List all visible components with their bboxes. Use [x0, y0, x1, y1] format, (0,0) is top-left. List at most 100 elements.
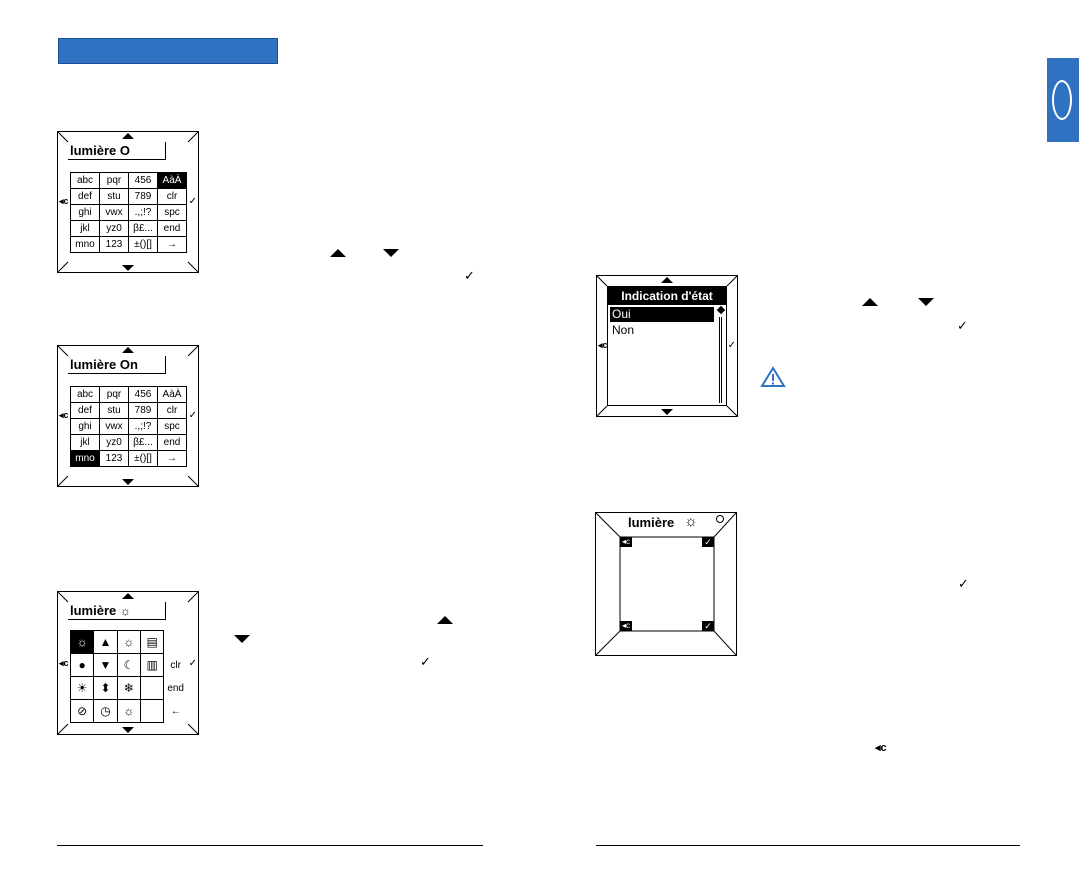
c-back-icon[interactable]: ◂c — [59, 196, 69, 206]
c-back-icon[interactable]: ◂c — [620, 621, 632, 631]
key-punct[interactable]: .,;!? — [128, 204, 158, 221]
clr-label[interactable]: clr — [170, 659, 181, 671]
down-arrow-icon[interactable] — [661, 409, 673, 415]
key-def[interactable]: def — [70, 188, 100, 205]
light-bulb-icon[interactable]: ☼ — [69, 630, 95, 654]
down-arrow-icon — [918, 298, 934, 306]
checkmark-icon[interactable]: ✓ — [702, 621, 714, 631]
blind-down-icon[interactable]: ▥ — [139, 653, 165, 677]
checkmark-icon[interactable]: ✓ — [727, 340, 736, 351]
key-456[interactable]: 456 — [128, 386, 158, 403]
key-456[interactable]: 456 — [128, 172, 158, 189]
up-arrow-icon[interactable] — [122, 347, 134, 353]
key-jkl[interactable]: jkl — [70, 220, 100, 237]
footer-rule-right — [596, 845, 1020, 846]
key-brackets[interactable]: ±()[] — [128, 236, 158, 253]
key-punct[interactable]: .,;!? — [128, 418, 158, 435]
language-tab-oval — [1052, 80, 1072, 120]
key-yz0[interactable]: yz0 — [99, 434, 129, 451]
key-yz0[interactable]: yz0 — [99, 220, 129, 237]
key-pqr[interactable]: pqr — [99, 386, 129, 403]
key-123[interactable]: 123 — [99, 450, 129, 467]
checkmark-icon[interactable]: ✓ — [188, 658, 197, 669]
key-vwx[interactable]: vwx — [99, 418, 129, 435]
menu-item-oui[interactable]: Oui — [610, 307, 714, 322]
checkmark-icon: ✓ — [464, 268, 475, 283]
menu-item-non[interactable]: Non — [612, 323, 635, 337]
key-stu[interactable]: stu — [99, 188, 129, 205]
dimmer-icon[interactable]: ☀ — [69, 676, 95, 700]
key-789[interactable]: 789 — [128, 402, 158, 419]
key-right-arrow[interactable]: → — [157, 236, 187, 253]
key-accents[interactable]: AàÀ — [157, 386, 187, 403]
c-back-icon[interactable]: ◂c — [59, 410, 69, 420]
up-arrow-icon[interactable] — [122, 593, 134, 599]
bulb-off-icon[interactable]: ● — [69, 653, 95, 677]
blind-up-icon[interactable]: ▤ — [139, 630, 165, 654]
empty-cell — [164, 631, 188, 654]
checkmark-icon[interactable]: ✓ — [188, 410, 197, 421]
key-clr[interactable]: clr — [157, 402, 187, 419]
c-back-icon[interactable]: ◂c — [620, 537, 632, 547]
key-ghi[interactable]: ghi — [70, 418, 100, 435]
key-accents[interactable]: AàÀ — [157, 172, 187, 189]
key-end[interactable]: end — [157, 220, 187, 237]
key-ghi[interactable]: ghi — [70, 204, 100, 221]
light-control-screen: lumière ☼ ◂c ✓ ◂c ✓ — [595, 512, 737, 656]
up-arrow-icon[interactable]: ▲ — [93, 630, 118, 654]
down-arrow-icon[interactable] — [122, 265, 134, 271]
key-spc[interactable]: spc — [157, 418, 187, 435]
text-entry-field[interactable]: lumière ☼ — [68, 602, 166, 620]
key-123[interactable]: 123 — [99, 236, 129, 253]
key-def[interactable]: def — [70, 402, 100, 419]
text-entry-field[interactable]: lumière On — [68, 356, 166, 374]
checkmark-icon[interactable]: ✓ — [702, 537, 714, 547]
checkmark-icon[interactable]: ✓ — [188, 196, 197, 207]
moon-icon[interactable]: ☾ — [116, 653, 141, 677]
key-clr[interactable]: clr — [157, 188, 187, 205]
c-back-icon[interactable]: ◂c — [59, 658, 69, 668]
key-pqr[interactable]: pqr — [99, 172, 129, 189]
down-arrow-icon — [383, 249, 399, 257]
key-789[interactable]: 789 — [128, 188, 158, 205]
down-arrow-icon[interactable] — [122, 479, 134, 485]
up-arrow-icon[interactable] — [122, 133, 134, 139]
key-right-arrow[interactable]: → — [157, 450, 187, 467]
key-symbols[interactable]: β£... — [128, 434, 158, 451]
down-arrow-icon[interactable]: ▼ — [93, 653, 118, 677]
left-arrow-label[interactable]: ← — [170, 705, 181, 717]
c-back-icon[interactable]: ◂c — [598, 340, 608, 350]
key-vwx[interactable]: vwx — [99, 204, 129, 221]
snowflake-icon[interactable]: ❄ — [116, 676, 141, 700]
key-abc[interactable]: abc — [70, 386, 100, 403]
status-circle-icon — [716, 515, 724, 523]
timer-sun-icon[interactable]: ☼ — [116, 699, 141, 723]
scroll-position-icon — [716, 305, 726, 315]
up-down-arrow-icon[interactable]: ⬍ — [93, 676, 118, 700]
sun-icon[interactable]: ☼ — [116, 630, 141, 654]
key-abc[interactable]: abc — [70, 172, 100, 189]
icon-picker-screen: ◂c ✓ lumière ☼ ☼ ▲ ☼ ▤ ● ▼ ☾ ▥ clr ☀ ⬍ ❄ — [57, 591, 199, 735]
status-indication-screen: ◂c ✓ Indication d'état Oui Non — [596, 275, 738, 417]
footer-rule-left — [57, 845, 483, 846]
key-brackets[interactable]: ±()[] — [128, 450, 158, 467]
key-end[interactable]: end — [157, 434, 187, 451]
key-mno[interactable]: mno — [70, 236, 100, 253]
key-symbols[interactable]: β£... — [128, 220, 158, 237]
clock-icon[interactable]: ◷ — [93, 699, 118, 723]
scrollbar[interactable] — [719, 317, 722, 403]
up-arrow-icon[interactable] — [661, 277, 673, 283]
text-entry-field[interactable]: lumière O — [68, 142, 166, 160]
key-mno[interactable]: mno — [70, 450, 100, 467]
bulb-slash-icon[interactable]: ⊘ — [69, 699, 95, 723]
down-arrow-icon[interactable] — [122, 727, 134, 733]
key-jkl[interactable]: jkl — [70, 434, 100, 451]
end-label[interactable]: end — [167, 682, 184, 694]
key-spc[interactable]: spc — [157, 204, 187, 221]
icon-grid: ☼ ▲ ☼ ▤ ● ▼ ☾ ▥ clr ☀ ⬍ ❄ end ⊘ — [69, 630, 188, 723]
key-stu[interactable]: stu — [99, 402, 129, 419]
c-back-icon: ◂c — [875, 742, 887, 754]
screen-title: lumière — [628, 515, 675, 530]
